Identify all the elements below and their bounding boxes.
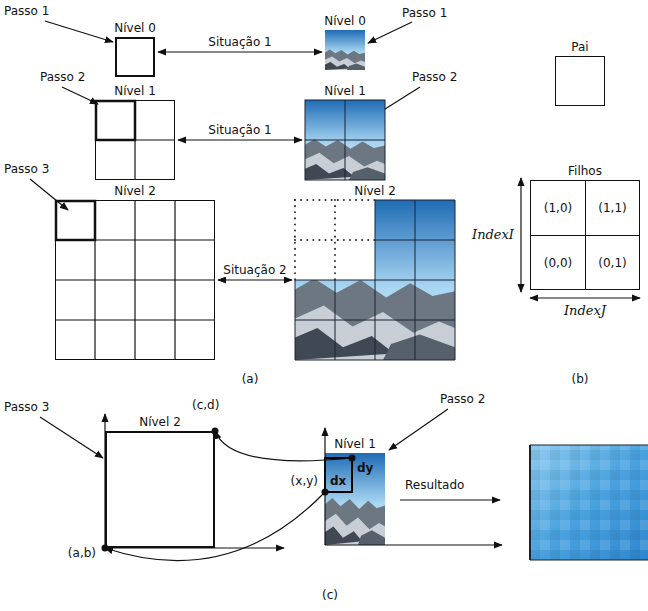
grid-line [305,100,385,180]
result-image [530,445,648,560]
cell-label: (1,0) [544,201,572,215]
highlight-cell [96,101,135,140]
level-label: Nível 2 [114,184,156,198]
axis [324,428,325,545]
level-grid: Nível 1 [95,100,175,180]
grid-line [55,319,215,320]
children-grid: Filhos(1,0)(1,1)(0,0)(0,1) [530,180,640,290]
point-label: (x,y) [291,474,318,488]
image-tile [325,453,385,545]
connector [158,52,322,53]
edge-label: Situação 2 [221,263,288,277]
axis [325,544,502,545]
image-grid: Nível 1 [305,100,385,180]
child-cell: (0,0) [530,235,586,290]
connector-line [105,492,325,561]
parent-box: Pai [555,56,605,106]
level-label: Nível 1 [334,437,376,451]
level-label: Nível 2 [354,184,396,198]
callout-leader [30,179,68,210]
connector-line [158,51,322,52]
level-label: Nível 0 [324,14,366,28]
connector-line [178,139,302,140]
step-callout: Passo 2 [40,70,85,84]
image-tile [295,200,455,360]
connector [215,431,352,461]
child-cell: (0,1) [585,235,640,290]
image-tile: Nível 1 [325,453,385,545]
step-callout: Passo 2 [412,70,457,84]
result-edge [529,445,531,560]
level-label: Nível 0 [114,21,156,35]
result-edge [530,560,648,561]
callout-leader [389,409,448,450]
level-square: Nível 2 [105,431,215,548]
sub-region [325,458,352,492]
connector [218,280,292,281]
grid-line [55,279,215,280]
dotted-line [334,200,336,280]
level-label: Nível 1 [324,84,366,98]
callout-leader [368,22,412,43]
edge-label: Situação 1 [206,123,273,137]
result-arrow [400,499,500,500]
step-callout: Passo 3 [4,162,49,176]
edge-label: Situação 1 [206,35,273,49]
image-tile [305,100,385,180]
axis-label: IndexJ [564,304,606,318]
image-grid: Nível 2 [295,200,455,360]
point-label: (a,b) [68,546,96,560]
result-label: Resultado [405,478,464,492]
level-grid: Nível 2 [55,200,215,360]
step-callout: Passo 1 [402,6,447,20]
dotted-line [295,239,375,241]
panel-letter: (a) [242,372,259,386]
axis-label: IndexI [472,228,514,242]
image-tile [325,30,365,70]
size-label: dx [330,474,346,488]
callout-leader [40,417,103,458]
connector-line [218,279,292,280]
level-label: Filhos [568,164,602,178]
child-cell: (1,0) [530,180,586,236]
panel-letter: (b) [572,372,589,386]
connector-line [215,431,352,461]
image-tile: Nível 0 [325,30,365,70]
step-callout: Passo 2 [440,392,485,406]
level-label: Pai [571,40,588,54]
level-label: Nível 2 [139,415,181,429]
child-cell: (1,1) [585,180,640,236]
result-pixels [530,445,648,560]
level-label: Nível 1 [114,84,156,98]
grid-line [295,280,455,281]
cell-label: (0,0) [544,256,572,270]
grid-line [375,240,455,241]
step-callout: Passo 3 [4,400,49,414]
step-callout: Passo 1 [4,4,49,18]
index-arrow [530,297,640,298]
connector [105,492,325,561]
empty-quadrant [295,200,375,280]
grid-line [295,320,455,321]
callout-leader [45,21,113,42]
index-arrow [520,178,521,292]
point-label: (c,d) [192,398,219,412]
cell-label: (1,1) [598,201,626,215]
panel-letter: (c) [322,588,338,602]
level-square: Nível 0 [115,37,155,77]
callout-leader [62,87,98,104]
highlight-cell [56,201,95,240]
size-label: dy [357,461,373,475]
grid-line [305,140,385,141]
cell-label: (0,1) [598,256,626,270]
connector [178,140,302,141]
result-edge [530,445,648,446]
